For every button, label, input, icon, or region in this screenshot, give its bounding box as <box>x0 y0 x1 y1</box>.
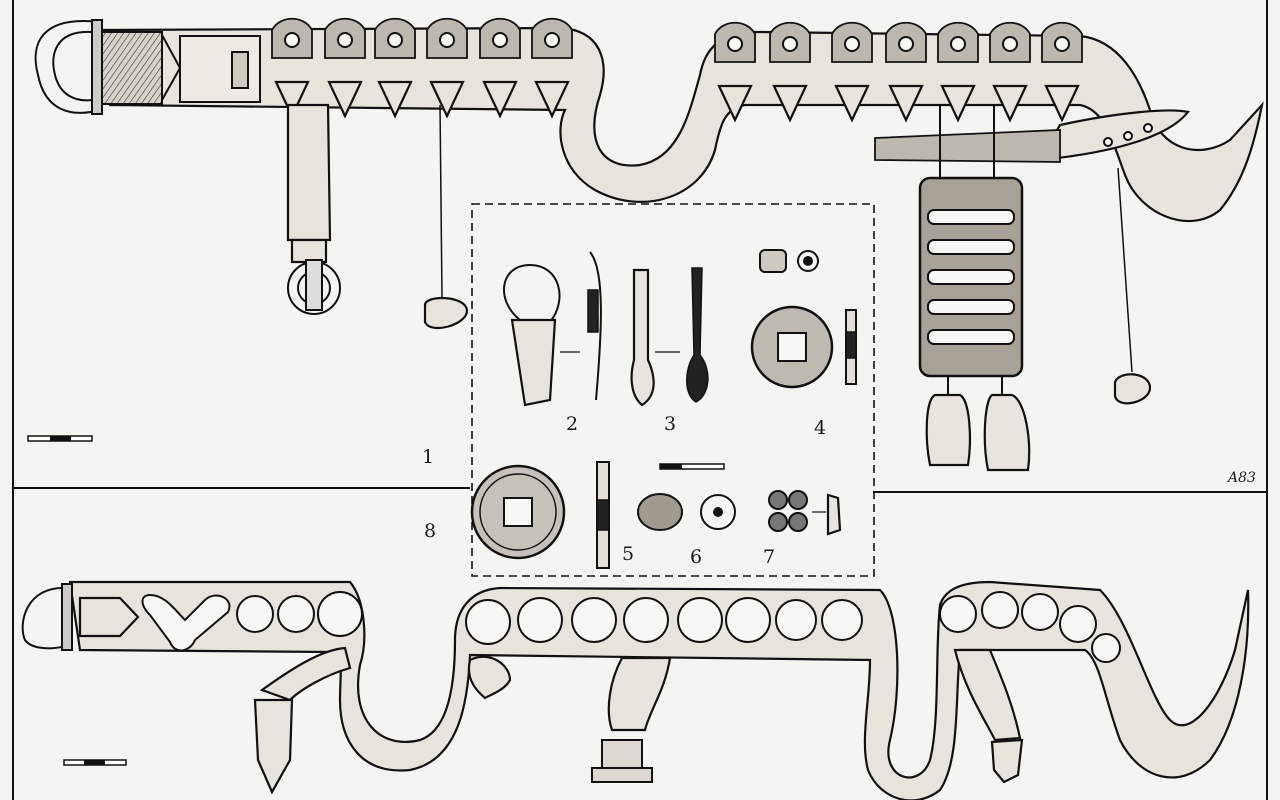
pendant-cord-2 <box>1113 167 1152 405</box>
figure-number-1: 1 <box>422 446 434 468</box>
figure-number-4: 4 <box>814 417 826 439</box>
scale-bar-2 <box>63 759 127 766</box>
item-4-coin-and-bead <box>750 249 857 389</box>
belt-mounts-right <box>714 21 1083 123</box>
strap-end-right <box>953 648 1024 784</box>
item-7-quatrefoil-mount <box>768 490 842 536</box>
round-plaques-middle <box>465 597 863 645</box>
item-2-buckle <box>503 251 602 407</box>
strap-end-left <box>253 646 352 795</box>
heart-pendant <box>467 655 512 700</box>
figure-number-5: 5 <box>622 543 634 565</box>
knife <box>874 109 1190 163</box>
buckle-2 <box>21 583 140 651</box>
figure-numbers: 1 2 3 4 5 6 7 8 A83 <box>422 413 1256 568</box>
scale-bar-inset <box>659 463 725 470</box>
belt-mounts-left <box>271 17 573 119</box>
pendant-plaque <box>918 105 1031 472</box>
bone-mount <box>141 593 231 652</box>
illustrator-signature: A83 <box>1226 470 1256 486</box>
figure-number-7: 7 <box>763 546 775 568</box>
scale-bar-1 <box>27 435 93 442</box>
item-5-coin-and-bead <box>470 461 610 569</box>
figure-number-2: 2 <box>566 413 578 435</box>
belt-2-drawing <box>21 580 1250 800</box>
figure-number-8: 8 <box>424 520 436 542</box>
figure-number-6: 6 <box>690 546 702 568</box>
detail-inset <box>470 203 875 577</box>
hanging-strap-small-buckle <box>286 103 341 315</box>
figure-number-3: 3 <box>664 413 676 435</box>
round-plaques-right <box>939 591 1121 663</box>
item-3-pendant-tool <box>630 267 709 407</box>
belt-1-drawing <box>27 17 1264 472</box>
plate-frame <box>12 0 1268 800</box>
round-plaques-left <box>236 591 363 637</box>
pendant-cord-1 <box>423 104 469 330</box>
buckle-1 <box>34 19 261 115</box>
item-6-bead <box>637 493 736 531</box>
center-hanging-strap <box>591 656 672 783</box>
